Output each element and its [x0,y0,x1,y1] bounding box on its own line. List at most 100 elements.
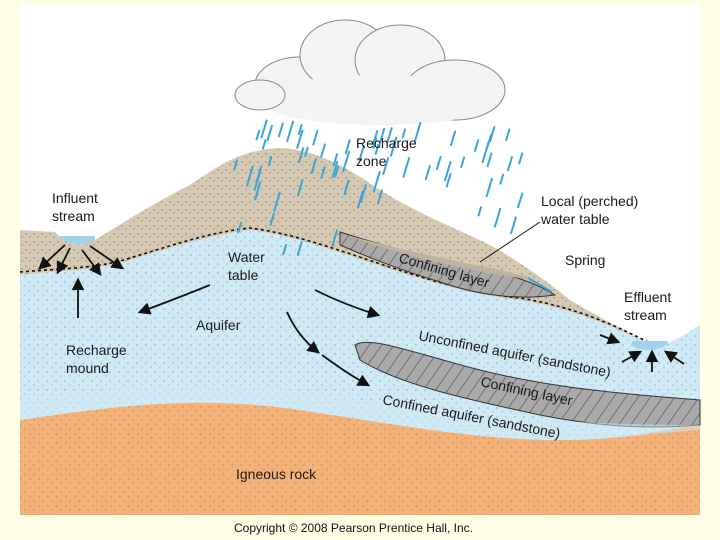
raindrop [374,144,380,155]
effluent-arrow-4 [599,332,621,345]
flow-arrow-down-lower [321,354,371,387]
raindrop [310,158,317,174]
label-water-table-1: Water [228,249,265,265]
raindrop [233,159,239,171]
raindrop [413,122,422,143]
label-water-table-2: table [228,267,259,283]
influent-arrow-2 [56,247,71,275]
raindrop [460,156,466,169]
raindrop [282,243,288,256]
raindrop [331,229,339,247]
raindrop [443,161,452,182]
raindrop [245,165,254,187]
hill-layer [20,148,650,345]
label-influent-2: stream [52,208,95,224]
raindrop [372,130,379,146]
raindrop [424,164,431,181]
label-recharge-mound-1: Recharge [66,342,127,358]
raindrop [372,171,381,193]
effluent-arrow-2 [621,350,643,363]
raindrop [343,179,350,196]
raindrop [518,152,524,165]
raindrop [260,119,268,139]
raindrop [386,127,393,143]
label-recharge-mound-2: mound [66,360,109,376]
flow-arrow-left [137,284,211,315]
flow-arrow-right-upper [314,289,381,319]
raindrop [477,206,483,217]
raindrop [320,143,326,158]
raindrop [378,127,386,146]
raindrop [517,192,524,209]
raindrop [304,146,309,157]
raindrop [298,147,305,164]
raindrop [277,122,284,138]
perched-leader-line [479,221,541,263]
raindrop [261,139,267,150]
label-igneous-rock: Igneous rock [236,466,317,482]
raindrop [389,136,398,157]
influent-arrow-3 [81,249,102,277]
raindrop [296,129,304,149]
label-influent-1: Influent [52,190,98,206]
raindrop [486,152,493,168]
effluent-arrow-3 [663,350,685,365]
flow-arrows [38,244,685,387]
raindrop [267,155,273,167]
label-recharge-2: zone [356,153,387,169]
raindrop [342,150,351,172]
raindrop [481,141,490,164]
raindrop [255,130,261,141]
raindrop [402,156,411,178]
raindrop [237,221,243,234]
influent-stream [55,232,95,245]
raindrop [493,207,502,228]
igneous-rock-layer [20,402,700,515]
raindrop [505,128,511,142]
raindrop [507,156,514,172]
raindrop [286,120,295,143]
label-effluent-2: stream [624,307,667,323]
raindrop [435,155,442,171]
effluent-stream [632,341,668,351]
perched-water-lens [350,236,535,280]
confined-aquifer-band [20,385,700,440]
rain-cloud [234,19,506,125]
raindrop [320,166,326,179]
flow-arrow-down-middle [286,311,320,354]
raindrop [473,139,480,153]
label-local-perched-2: water table [540,211,610,227]
raindrop [445,172,452,188]
raindrop [450,130,457,146]
label-effluent-1: Effluent [624,289,671,305]
raindrop [499,173,505,185]
raindrop [266,124,273,142]
label-recharge-1: Recharge [356,135,417,151]
raindrop [269,212,275,226]
water-table-line [19,227,651,344]
raindrop [485,177,493,198]
raindrop [510,216,517,235]
raindrop [332,153,338,167]
rain [233,119,524,256]
raindrop [382,157,390,176]
influent-arrow-1 [38,244,66,270]
raindrop [358,144,365,162]
raindrop [253,169,262,191]
raindrop [273,191,281,212]
label-spring: Spring [565,252,605,268]
label-aquifer: Aquifer [196,317,241,333]
raindrop [356,190,364,209]
raindrop [401,128,407,139]
raindrop [489,131,494,143]
raindrop [359,183,367,203]
raindrop [312,129,319,146]
label-local-perched-1: Local (perched) [541,193,638,209]
raindrop [331,160,339,179]
raindrop [254,181,262,201]
raindrop [344,139,351,155]
influent-arrow-4 [89,245,125,270]
copyright-notice: Copyright © 2008 Pearson Prentice Hall, … [234,521,473,535]
raindrop [296,241,303,256]
